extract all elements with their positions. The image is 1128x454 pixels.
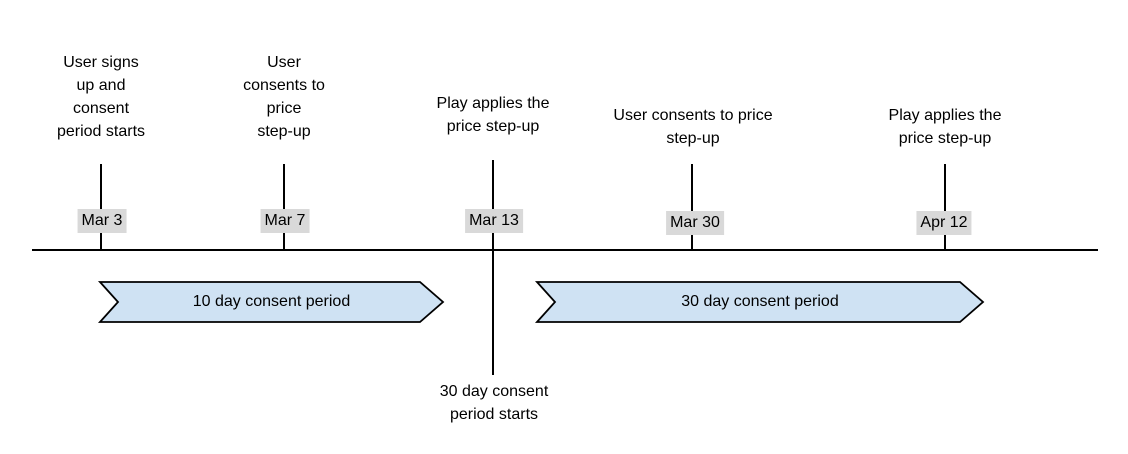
date-chip-mar7: Mar 7 bbox=[260, 209, 310, 233]
date-chip-mar3: Mar 3 bbox=[77, 209, 127, 233]
period-label-10-day: 10 day consent period bbox=[192, 293, 351, 310]
event-description-mar13: Play applies the price step-up bbox=[436, 95, 550, 135]
date-chip-apr12: Apr 12 bbox=[916, 211, 972, 235]
event-description-mar3: User signs up and consent period starts bbox=[56, 54, 146, 140]
date-chip-mar30: Mar 30 bbox=[666, 211, 724, 235]
event-description-mar30: User consents to price step-up bbox=[613, 107, 773, 147]
period-label-30-day: 30 day consent period bbox=[681, 293, 839, 310]
period-arrow-10-day bbox=[97, 281, 445, 323]
event-description-apr12: Play applies the price step-up bbox=[888, 107, 1002, 147]
event-description-mar7: User consents to price step-up bbox=[243, 54, 325, 140]
note-30-day-period-starts: 30 day consent period starts bbox=[439, 383, 549, 423]
date-chip-mar13: Mar 13 bbox=[465, 209, 523, 233]
period-arrow-30-day bbox=[534, 281, 985, 323]
